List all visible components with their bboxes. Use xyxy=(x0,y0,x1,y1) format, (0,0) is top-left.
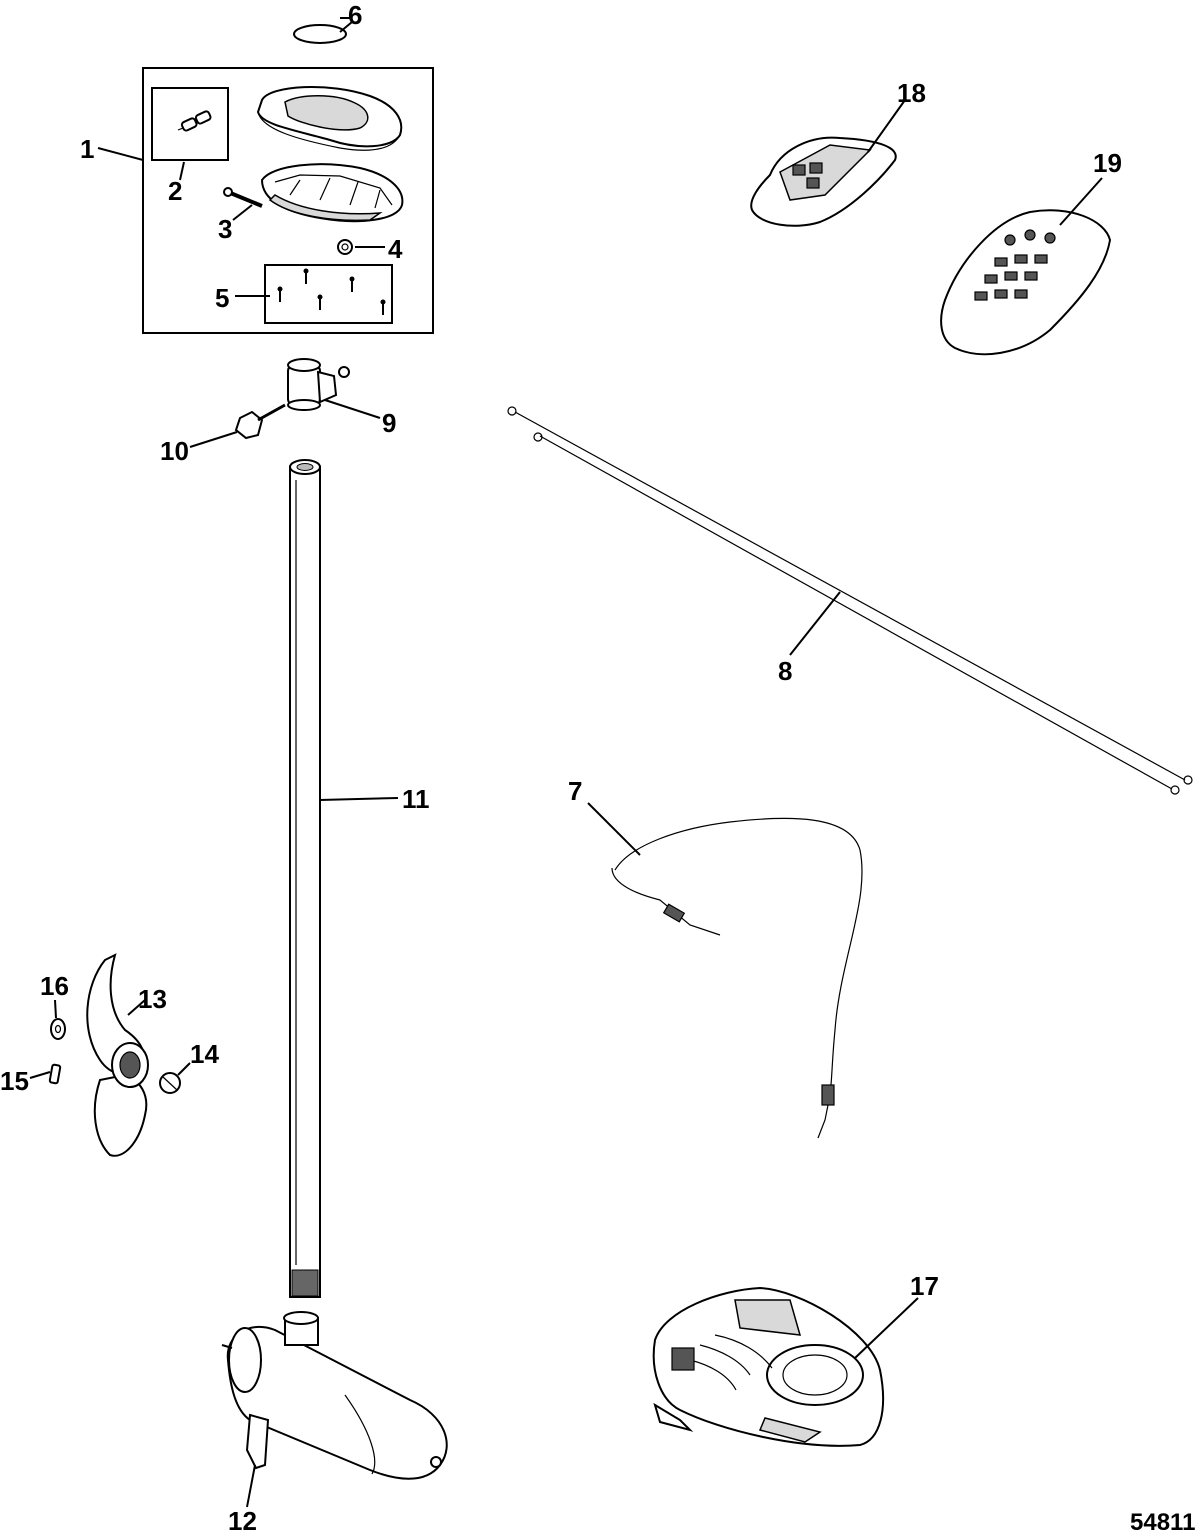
part-2-connectors xyxy=(177,110,212,132)
part-11-shaft xyxy=(289,459,321,1298)
part-10-knob xyxy=(234,403,286,440)
part-1-cover-kit xyxy=(142,67,434,334)
callout-6: 6 xyxy=(348,0,362,30)
callout-8: 8 xyxy=(778,656,792,686)
part-8-cable xyxy=(507,406,1193,795)
base-housing xyxy=(260,163,404,223)
callout-13: 13 xyxy=(138,984,167,1014)
callout-2: 2 xyxy=(168,176,182,206)
part-18-remote xyxy=(750,136,897,227)
part-14-prop-nut xyxy=(159,1072,181,1094)
leader-lines xyxy=(29,17,1103,1508)
part-9-collar xyxy=(287,358,350,411)
part-12-motor xyxy=(221,1311,448,1480)
callout-11: 11 xyxy=(402,784,430,814)
callout-4: 4 xyxy=(388,234,403,264)
callout-15: 15 xyxy=(0,1066,29,1096)
callout-19: 19 xyxy=(1093,148,1122,178)
callout-9: 9 xyxy=(382,408,396,438)
part-7-coiled-cable xyxy=(611,814,867,1139)
top-cover xyxy=(256,85,403,151)
part-19-remote xyxy=(940,209,1112,356)
callout-10: 10 xyxy=(160,436,189,466)
part-6-decal xyxy=(293,21,353,44)
callout-7: 7 xyxy=(568,776,582,806)
callout-17: 17 xyxy=(910,1271,939,1301)
figure-id: 54811 xyxy=(1130,1509,1195,1536)
callout-3: 3 xyxy=(218,214,232,244)
part-13-propeller xyxy=(86,953,149,1157)
part-3-screw xyxy=(223,187,263,208)
part-16-washer xyxy=(50,1018,66,1040)
callout-14: 14 xyxy=(190,1039,219,1069)
callout-16: 16 xyxy=(40,971,69,1001)
callout-12: 12 xyxy=(228,1506,257,1536)
part-15-drive-pin xyxy=(48,1063,62,1085)
part-17-foot-pedal xyxy=(652,1286,884,1447)
part-4-nut xyxy=(337,239,353,255)
callout-5: 5 xyxy=(215,283,229,313)
part-5-screws xyxy=(277,268,386,315)
callout-18: 18 xyxy=(897,78,926,108)
callout-1: 1 xyxy=(80,134,94,164)
